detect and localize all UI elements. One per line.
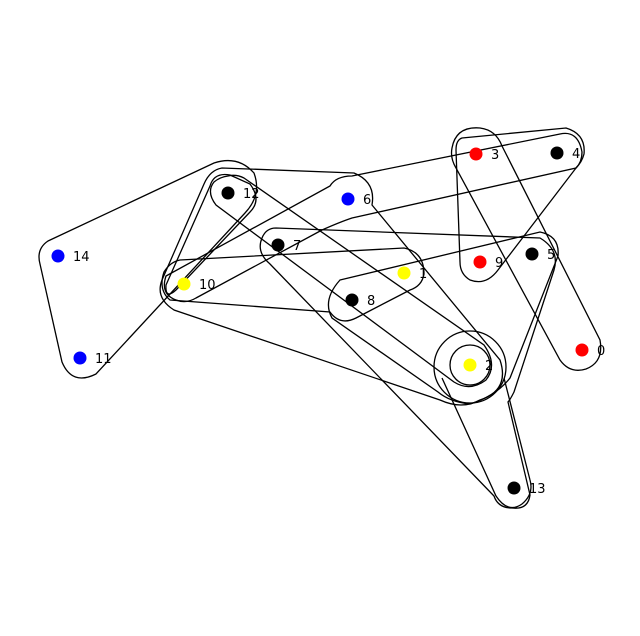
node-label: 3 [491,148,499,163]
node-dot [221,186,235,200]
node-label: 5 [547,248,555,263]
node-13: 13 [507,481,546,497]
node-label: 10 [199,278,216,293]
node-dot [507,481,521,495]
node-dot [51,249,65,263]
node-1: 1 [397,266,427,282]
node-label: 7 [293,239,301,254]
hyperedge-8-1-5-2 [327,231,559,405]
node-dot [345,293,359,307]
node-12: 12 [221,186,260,202]
node-3: 3 [469,147,499,163]
node-0: 0 [575,343,605,359]
node-dot [397,266,411,280]
node-10: 10 [177,277,216,293]
node-label: 8 [367,294,375,309]
hyperedges [38,127,602,509]
node-8: 8 [345,293,375,309]
hyperedge-10-1-8 [161,247,425,322]
node-label: 1 [419,267,427,282]
hyperedge-10-6-3-4-9 [163,132,583,303]
hyperedge-3-0 [450,127,602,371]
node-dot [271,238,285,252]
node-dot [341,192,355,206]
hyperedge-12-2 [209,174,493,388]
node-label: 2 [485,359,493,374]
node-label: 6 [363,193,371,208]
node-label: 11 [95,352,112,367]
node-2: 2 [463,358,493,374]
node-label: 13 [529,482,546,497]
node-dot [177,277,191,291]
hyperedge-2-outer [433,330,507,404]
node-dot [473,255,487,269]
node-dot [575,343,589,357]
node-label: 4 [572,147,580,162]
node-9: 9 [473,255,503,271]
hyperedge-3-4-9 [455,127,585,283]
node-dot [550,146,564,160]
node-dot [463,358,477,372]
node-11: 11 [73,351,112,367]
node-6: 6 [341,192,371,208]
node-label: 9 [495,256,503,271]
node-dot [469,147,483,161]
hyperedge-2-13 [441,377,532,509]
node-label: 0 [597,344,605,359]
node-label: 12 [243,187,260,202]
hyperedge-2-inner [449,344,491,386]
hyperedge-12-6-2-10 [159,167,504,406]
node-dot [525,247,539,261]
node-4: 4 [550,146,580,162]
node-7: 7 [271,238,301,254]
node-14: 14 [51,249,90,265]
node-label: 14 [73,250,90,265]
node-5: 5 [525,247,555,263]
node-dot [73,351,87,365]
